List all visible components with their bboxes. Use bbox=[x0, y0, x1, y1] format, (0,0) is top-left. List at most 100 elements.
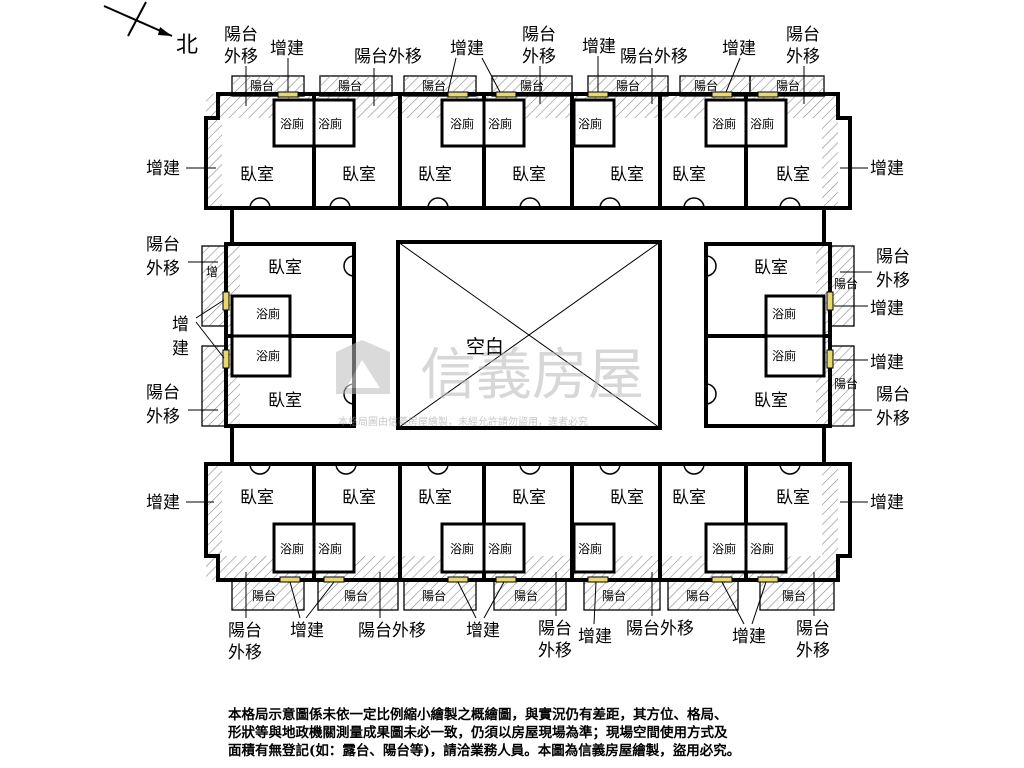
balcony-label: 增 bbox=[206, 265, 218, 279]
bathroom-label: 浴廁 bbox=[772, 348, 796, 363]
balcony-label: 陽台 bbox=[338, 78, 362, 93]
annotation-balcony-extend: 陽台 bbox=[538, 619, 572, 639]
annotation-addition: 增建 bbox=[732, 627, 766, 647]
bedroom-label: 臥室 bbox=[268, 258, 302, 278]
annotation-balcony-extend: 外移 bbox=[796, 641, 830, 661]
bottom-wing bbox=[204, 462, 852, 611]
annotation-balcony-extend: 陽台 bbox=[146, 235, 180, 255]
right-wing bbox=[704, 208, 855, 464]
bedroom-label: 臥室 bbox=[240, 165, 274, 185]
annotations: 陽台 外移 增建 陽台外移 增建 陽台 外移 增建 陽台外移 增建 陽台 外移 … bbox=[146, 25, 910, 663]
annotation-addition: 增建 bbox=[146, 159, 180, 179]
balcony-label: 陽台 bbox=[686, 588, 710, 603]
balcony-label: 陽台 bbox=[694, 78, 718, 93]
balcony-label: 陽台 bbox=[776, 78, 800, 93]
void-label: 空白 bbox=[466, 336, 504, 358]
disclaimer: 本格局示意圖係未依一定比例縮小繪製之概繪圖，與實況仍有差距，其方位、格局、 形狀… bbox=[228, 706, 828, 760]
bedroom-label: 臥室 bbox=[672, 165, 706, 185]
annotation-balcony-extend: 陽台 bbox=[786, 25, 820, 45]
north-label: 北 bbox=[176, 33, 198, 58]
center-void bbox=[396, 240, 662, 430]
left-wing bbox=[201, 208, 356, 464]
bathroom-label: 浴廁 bbox=[578, 116, 602, 131]
balcony-label: 陽台 bbox=[514, 588, 538, 603]
watermark: 信義房屋 本格局圖由信義房屋繪製，未經允許請勿盜用，違者必究 bbox=[336, 340, 644, 428]
balcony-label: 陽台 bbox=[422, 588, 446, 603]
annotation-balcony-extend: 外移 bbox=[522, 47, 556, 67]
bathroom-label: 浴廁 bbox=[712, 541, 736, 556]
bathroom-label: 浴廁 bbox=[488, 116, 512, 131]
annotation-balcony-extend: 外移 bbox=[876, 271, 910, 291]
balcony-label: 陽台 bbox=[344, 588, 368, 603]
balcony-label: 陽台 bbox=[252, 588, 276, 603]
annotation-balcony-extend: 陽台 bbox=[876, 247, 910, 267]
brand-logo-icon bbox=[336, 340, 390, 394]
bedroom-label: 臥室 bbox=[776, 488, 810, 508]
bathroom-label: 浴廁 bbox=[712, 116, 736, 131]
bedroom-label: 臥室 bbox=[776, 165, 810, 185]
bedroom-label: 臥室 bbox=[672, 488, 706, 508]
bathroom-label: 浴廁 bbox=[750, 541, 774, 556]
annotation-balcony-extend: 陽台 bbox=[224, 25, 258, 45]
annotation-addition: 增建 bbox=[450, 39, 484, 59]
annotation-balcony-extend: 陽台外移 bbox=[620, 47, 688, 67]
annotation-addition: 增建 bbox=[290, 621, 324, 641]
bathroom-label: 浴廁 bbox=[256, 306, 280, 321]
disclaimer-line: 本格局示意圖係未依一定比例縮小繪製之概繪圖，與實況仍有差距，其方位、格局、 bbox=[228, 707, 728, 723]
bedroom-label: 臥室 bbox=[754, 391, 788, 411]
annotation-addition: 增建 bbox=[582, 37, 616, 57]
watermark-subtext: 本格局圖由信義房屋繪製，未經允許請勿盜用，違者必究 bbox=[338, 415, 588, 428]
annotation-addition: 增建 bbox=[146, 493, 180, 513]
annotation-balcony-extend: 外移 bbox=[224, 47, 258, 67]
annotation-addition: 增建 bbox=[578, 627, 612, 647]
annotation-balcony-extend: 外移 bbox=[538, 641, 572, 661]
bedroom-label: 臥室 bbox=[268, 391, 302, 411]
balcony-label: 陽台 bbox=[250, 78, 274, 93]
bedroom-label: 臥室 bbox=[342, 488, 376, 508]
annotation-addition: 增建 bbox=[870, 493, 904, 513]
bathroom-label: 浴廁 bbox=[578, 541, 602, 556]
bathroom-label: 浴廁 bbox=[450, 541, 474, 556]
bedroom-label: 臥室 bbox=[610, 165, 644, 185]
bedroom-label: 臥室 bbox=[610, 488, 644, 508]
watermark-brand: 信義房屋 bbox=[420, 343, 644, 408]
balcony-label: 陽台 bbox=[834, 276, 858, 291]
annotation-addition: 增建 bbox=[466, 621, 500, 641]
annotation-balcony-extend: 外移 bbox=[786, 47, 820, 67]
balcony-label: 陽台 bbox=[616, 78, 640, 93]
north-arrow-icon bbox=[103, 1, 173, 37]
annotation-balcony-extend: 陽台 bbox=[522, 25, 556, 45]
balcony-label: 陽台 bbox=[602, 588, 626, 603]
bedroom-label: 臥室 bbox=[342, 165, 376, 185]
annotation-addition: 增建 bbox=[870, 159, 904, 179]
balcony-label: 陽台 bbox=[782, 588, 806, 603]
balcony-label: 陽台 bbox=[422, 78, 446, 93]
annotation-balcony-extend: 外移 bbox=[146, 407, 180, 427]
annotation-balcony-extend: 外移 bbox=[876, 409, 910, 429]
annotation-balcony-extend: 陽台 bbox=[876, 385, 910, 405]
bedroom-label: 臥室 bbox=[512, 488, 546, 508]
room-labels: 臥室 臥室 臥室 臥室 臥室 臥室 臥室 浴廁 浴廁 浴廁 浴廁 浴廁 浴廁 浴… bbox=[206, 78, 858, 603]
bedroom-label: 臥室 bbox=[512, 165, 546, 185]
bathroom-label: 浴廁 bbox=[318, 541, 342, 556]
annotation-addition: 增建 bbox=[270, 39, 304, 59]
annotation-balcony-extend: 陽台 bbox=[796, 619, 830, 639]
bathroom-label: 浴廁 bbox=[280, 541, 304, 556]
bathroom-label: 浴廁 bbox=[772, 306, 796, 321]
bedroom-label: 臥室 bbox=[418, 165, 452, 185]
top-wing bbox=[204, 75, 852, 210]
bathroom-label: 浴廁 bbox=[318, 116, 342, 131]
annotation-balcony-extend: 陽台 bbox=[228, 621, 262, 641]
annotation-balcony-extend: 陽台 bbox=[146, 383, 180, 403]
bathroom-label: 浴廁 bbox=[256, 348, 280, 363]
bathroom-label: 浴廁 bbox=[450, 116, 474, 131]
annotation-addition: 增建 bbox=[870, 299, 904, 319]
bedroom-label: 臥室 bbox=[240, 488, 274, 508]
annotation-balcony-extend: 外移 bbox=[146, 259, 180, 279]
annotation-addition: 增 bbox=[172, 315, 189, 335]
bathroom-label: 浴廁 bbox=[488, 541, 512, 556]
disclaimer-line: 形狀等與地政機關測量成果圖未必一致，仍須以房屋現場為準；現場空間使用方式及 bbox=[228, 725, 728, 741]
balcony-label: 陽台 bbox=[520, 78, 544, 93]
annotation-addition: 建 bbox=[172, 339, 189, 359]
annotation-balcony-extend: 陽台外移 bbox=[626, 619, 694, 639]
